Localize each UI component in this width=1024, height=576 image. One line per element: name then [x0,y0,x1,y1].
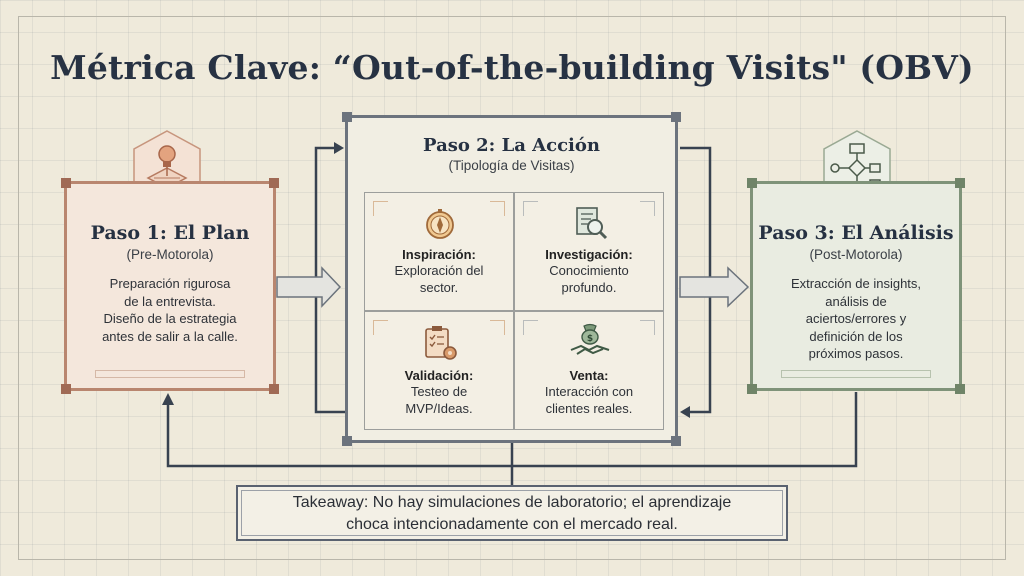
bracket [640,320,655,335]
bracket [490,201,505,216]
bracket [373,320,388,335]
corner-mark [671,112,681,122]
bracket [523,320,538,335]
corner-mark [342,112,352,122]
handshake-money-icon: $ [570,323,610,355]
step3-line: análisis de [825,293,887,309]
step2-action-panel: Paso 2: La Acción (Tipología de Visitas)… [342,112,681,446]
step1-heading: Paso 1: El Plan [90,222,250,244]
step1-line: de la entrevista. [124,293,216,309]
step1-description: Preparación rigurosa de la entrevista. D… [67,275,273,345]
cell-line: sector. [419,280,459,295]
step2-heading: Paso 2: La Acción [423,135,600,156]
bracket [490,320,505,335]
step3-footer-bar [781,370,931,378]
compass-icon [426,209,454,239]
step1-subtitle: (Pre-Motorola) [126,247,214,262]
corner-mark [61,178,71,188]
step1-line: antes de salir a la calle. [102,328,238,344]
feedback-arrowhead [162,393,174,405]
cell-line: profundo. [561,280,617,295]
step3-line: definición de los [809,328,903,344]
bracket [373,201,388,216]
step2-subtitle: (Tipología de Visitas) [448,158,575,173]
step1-line: Preparación rigurosa [109,276,231,291]
corner-mark [747,178,757,188]
cell-title: Investigación: [545,247,633,262]
document-magnifier-icon [576,207,608,240]
cell-title: Venta: [569,368,609,383]
corner-mark [955,384,965,394]
visit-type-inspiracion: Inspiración: Exploración del sector. [364,192,514,311]
cell-line: Conocimiento [549,263,629,278]
step1-footer-bar [95,370,245,378]
step3-line: Extracción de insights, [790,276,922,291]
visit-type-investigacion: Investigación: Conocimiento profundo. [514,192,664,311]
step3-subtitle: (Post-Motorola) [809,247,903,262]
outer-frame [18,16,1006,560]
step3-analysis-panel: Paso 3: El Análisis (Post-Motorola) Extr… [747,178,965,394]
cell-line: Exploración del [394,263,484,278]
cell-line: Testeo de [410,384,468,399]
cell-title: Validación: [404,368,474,383]
corner-mark [747,384,757,394]
step3-line: aciertos/errores y [805,311,907,326]
flow-arrow-1-2 [276,266,342,308]
cell-line: Interacción con [544,384,634,399]
step1-line: Diseño de la estrategia [103,311,237,326]
loop-arrowhead-left [334,142,344,154]
visit-type-venta: $ Venta: Interacción con clientes reales… [514,311,664,430]
takeaway-line: Takeaway: No hay simulaciones de laborat… [292,494,732,511]
corner-mark [269,384,279,394]
clipboard-gear-icon [425,326,457,360]
step3-line: próximos pasos. [808,346,904,361]
cell-title: Inspiración: [402,247,476,262]
visit-type-validacion: Validación: Testeo de MVP/Ideas. [364,311,514,430]
cell-line: MVP/Ideas. [405,401,473,416]
step3-heading: Paso 3: El Análisis [758,222,954,244]
corner-mark [671,436,681,446]
bracket [523,201,538,216]
bracket [640,201,655,216]
loop-arrowhead-right [680,406,690,418]
cell-line: clientes reales. [545,401,633,416]
step1-plan-panel: Paso 1: El Plan (Pre-Motorola) Preparaci… [61,178,279,394]
flow-arrow-2-3 [679,266,750,308]
step3-description: Extracción de insights, análisis de acie… [753,275,959,363]
page-title: Métrica Clave: “Out-of-the-building Visi… [50,48,974,87]
svg-text:$: $ [587,334,593,344]
corner-mark [269,178,279,188]
corner-mark [342,436,352,446]
takeaway-line: choca intencionadamente con el mercado r… [346,516,678,533]
corner-mark [955,178,965,188]
takeaway-box: Takeaway: No hay simulaciones de laborat… [236,485,788,541]
corner-mark [61,384,71,394]
